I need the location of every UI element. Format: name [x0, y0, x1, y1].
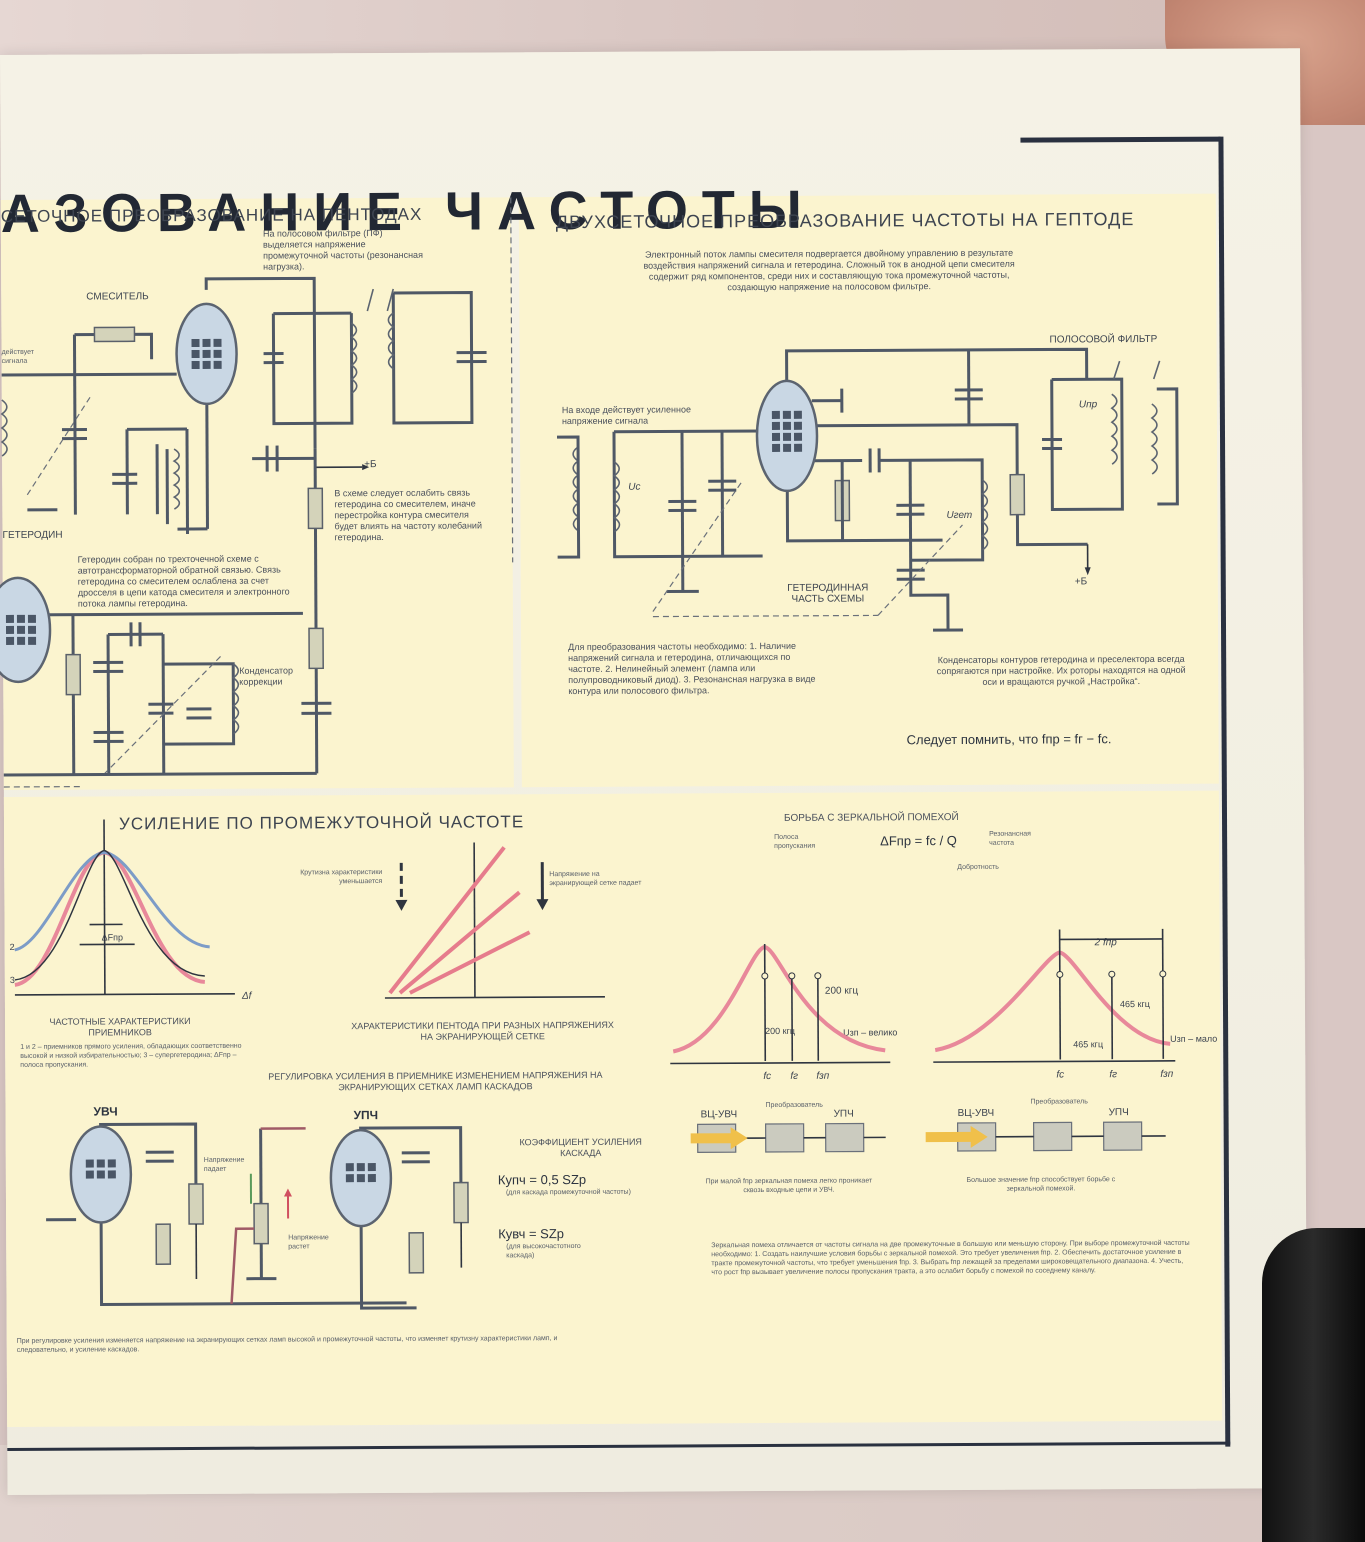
if-amplifier-circuit [46, 1122, 469, 1310]
svg-text:3: 3 [10, 975, 15, 985]
pentode-characteristics-chart [384, 842, 605, 999]
right-heptode-circuit [510, 197, 1179, 632]
dark-object [1262, 1228, 1365, 1542]
left-pentode-circuit [0, 276, 487, 788]
svg-text:2: 2 [10, 942, 15, 952]
poster-diagrams: 2 3 [0, 197, 1179, 1310]
block-diagrams [690, 1121, 1166, 1153]
image-curves [670, 928, 1176, 1065]
poster: АЗОВАНИЕ ЧАСТОТЫ СЕТОЧНОЕ ПРЕОБРАЗОВАНИЕ… [0, 48, 1308, 1495]
freq-characteristics-chart: 2 3 [10, 819, 235, 996]
